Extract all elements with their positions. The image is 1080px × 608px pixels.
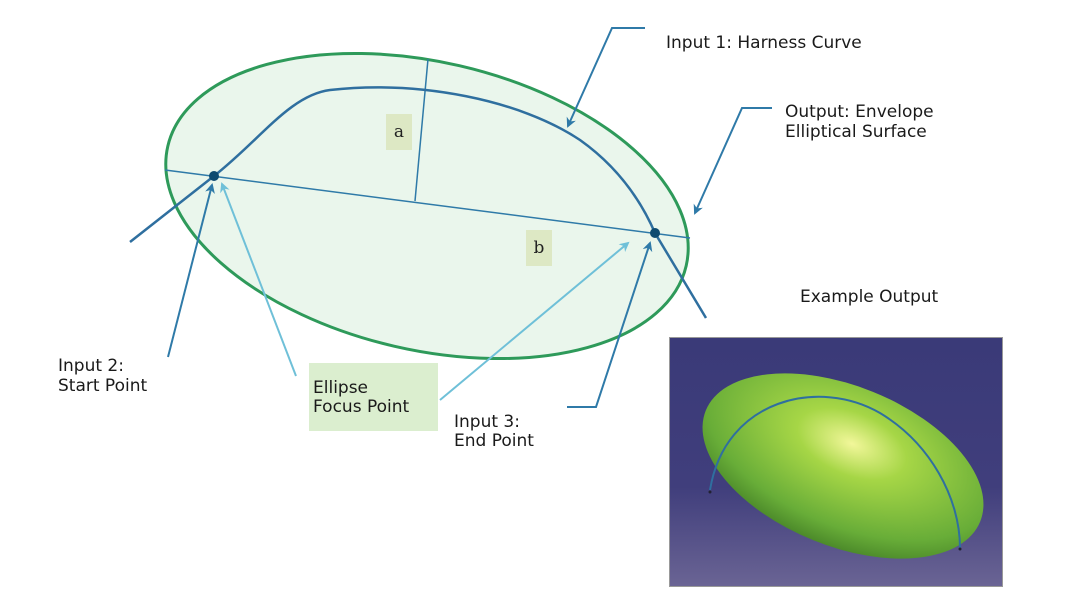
ellipsoid-render	[702, 373, 984, 559]
input3-label-line2: End Point	[454, 431, 534, 451]
output-leader	[693, 107, 772, 215]
minor-axis-line	[414, 58, 429, 202]
axis-a-label: a	[386, 114, 412, 150]
focus-label-line1: Ellipse	[313, 378, 369, 398]
end-point	[650, 228, 660, 238]
focus-label-box	[309, 363, 438, 431]
start-point	[209, 171, 219, 181]
output-label-line2: Elliptical Surface	[785, 122, 927, 142]
major-axis-line	[164, 169, 691, 239]
input2-leader	[167, 183, 215, 358]
harness-curve	[129, 86, 708, 319]
input3-label-line1: Input 3:	[454, 412, 520, 432]
axis-b-label: b	[526, 230, 552, 266]
input1-label: Input 1: Harness Curve	[666, 33, 862, 53]
envelope-ellipse	[164, 51, 690, 361]
example-output-image	[669, 337, 1003, 587]
input2-label-line2: Start Point	[58, 376, 148, 396]
input3-leader	[567, 241, 653, 408]
example-output-title: Example Output	[800, 287, 939, 307]
focus-leader-right	[439, 241, 630, 401]
input1-leader	[566, 27, 645, 128]
focus-label-line2: Focus Point	[313, 397, 410, 417]
input2-label-line1: Input 2:	[58, 356, 124, 376]
focus-leader-left	[220, 182, 297, 377]
output-label-line1: Output: Envelope	[785, 102, 934, 122]
